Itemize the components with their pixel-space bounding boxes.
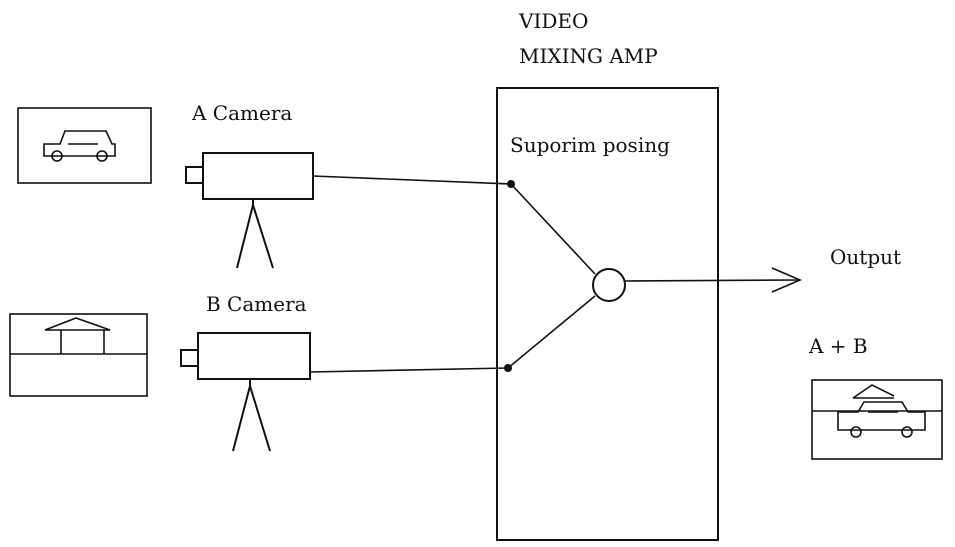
video-mixing-amp: VIDEO MIXING AMP Suporim posing bbox=[310, 9, 718, 540]
mix-line-b bbox=[508, 296, 595, 368]
tripod-icon bbox=[233, 379, 270, 451]
tripod-icon bbox=[237, 199, 273, 268]
camera-a: A Camera bbox=[186, 101, 313, 268]
amp-title-line1: VIDEO bbox=[518, 9, 588, 33]
amp-title-line2: MIXING AMP bbox=[519, 44, 658, 68]
car-icon bbox=[44, 131, 115, 161]
output-line bbox=[625, 280, 800, 281]
video-camera-icon bbox=[181, 333, 310, 379]
house-icon bbox=[45, 318, 110, 354]
amp-function-label: Suporim posing bbox=[510, 133, 670, 157]
composite-frame bbox=[812, 380, 942, 459]
signal-line-b bbox=[310, 368, 508, 372]
output-result-label: A + B bbox=[808, 334, 868, 358]
output-composite-picture bbox=[812, 380, 942, 459]
output-section: Output A + B bbox=[625, 245, 901, 358]
scene-b-frame bbox=[10, 314, 147, 396]
scene-a-frame bbox=[18, 108, 151, 183]
signal-line-a bbox=[313, 176, 511, 184]
video-camera-icon bbox=[186, 153, 313, 199]
camera-b: B Camera bbox=[181, 292, 310, 451]
scene-a-car-picture bbox=[18, 108, 151, 183]
house-icon bbox=[853, 385, 894, 398]
camera-a-label: A Camera bbox=[191, 101, 292, 125]
camera-b-label: B Camera bbox=[206, 292, 307, 316]
scene-b-house-picture bbox=[10, 314, 147, 396]
mix-line-a bbox=[511, 184, 595, 274]
summing-junction-icon bbox=[593, 269, 625, 301]
car-icon bbox=[838, 402, 925, 437]
output-label: Output bbox=[830, 245, 901, 269]
